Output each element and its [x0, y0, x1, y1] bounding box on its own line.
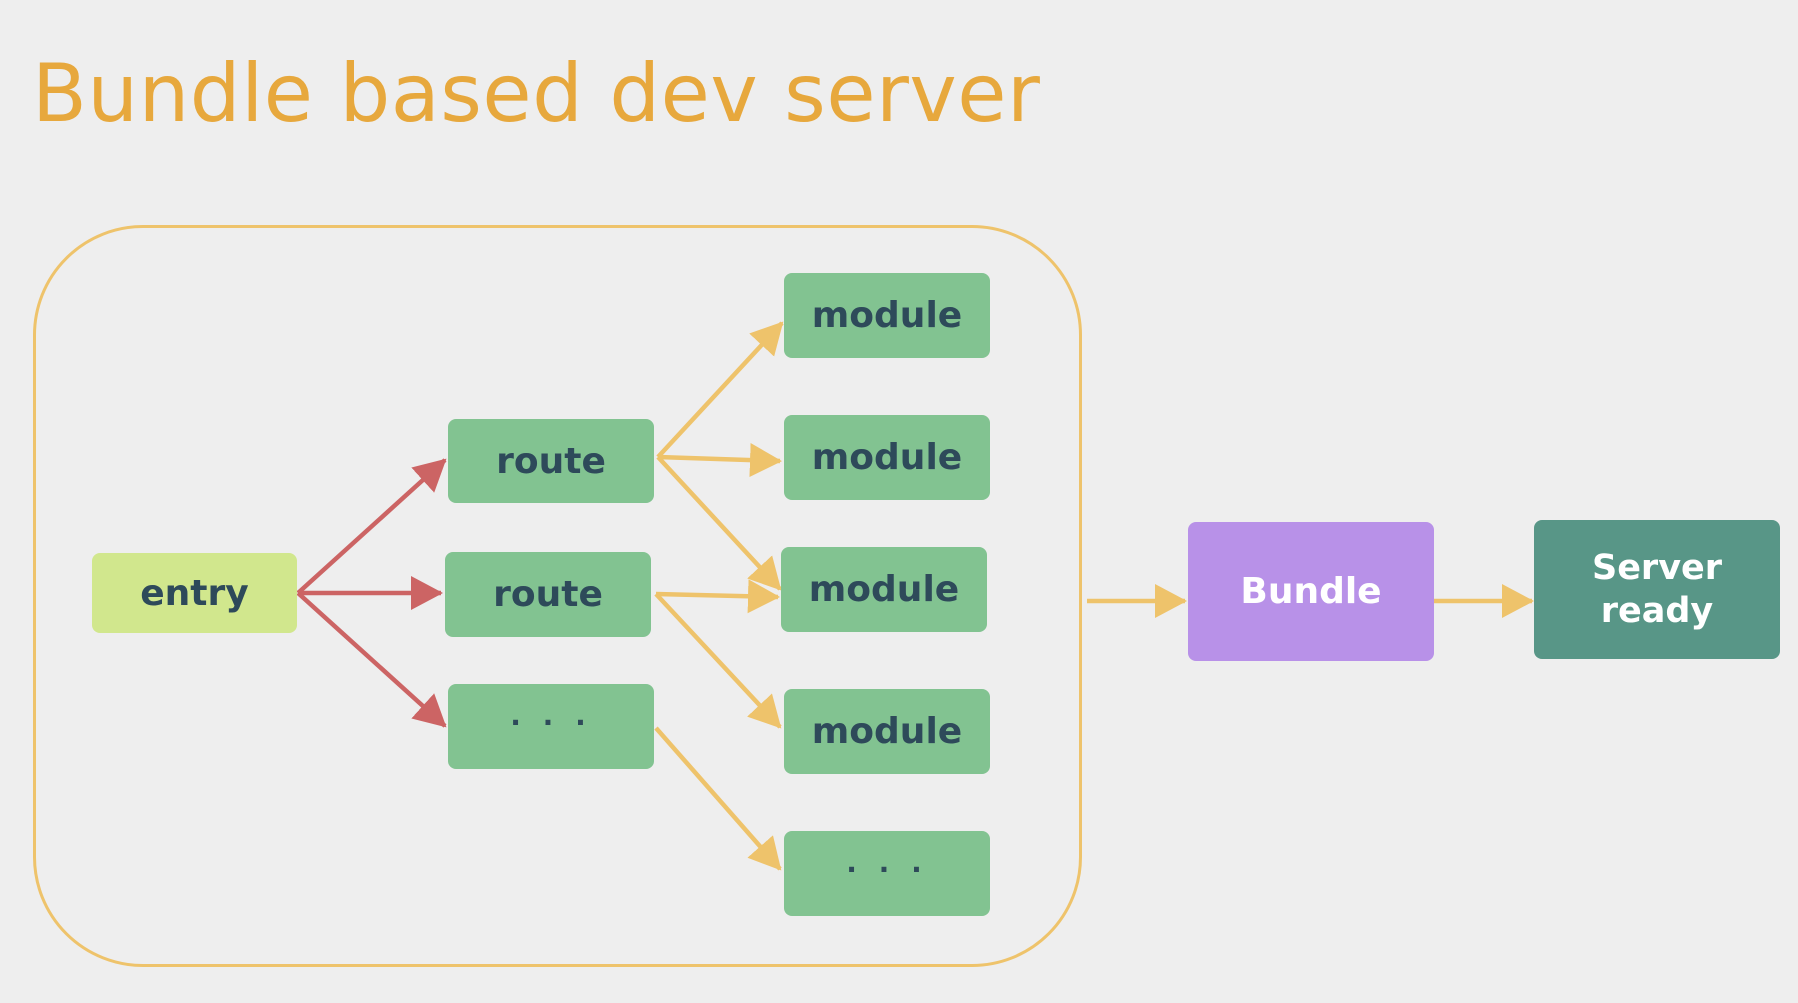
edge-route-2-module-4: [654, 592, 782, 729]
module-label: module: [808, 569, 960, 610]
module-label: module: [811, 437, 963, 478]
route-node-2: route: [445, 552, 651, 637]
module-node-more: · · ·: [784, 831, 990, 916]
server-ready-label: Server ready: [1591, 547, 1723, 631]
edge-route-1-module-1: [656, 321, 784, 459]
route-label: route: [493, 574, 603, 615]
module-label: module: [811, 711, 963, 752]
module-node-1: module: [784, 273, 990, 358]
module-more-label: · · ·: [846, 853, 928, 886]
edge-route-2-module-3: [655, 579, 780, 614]
server-ready-node: Server ready: [1534, 520, 1780, 659]
entry-node: entry: [92, 553, 297, 633]
edge-route-3-module-5: [654, 726, 782, 871]
route-more-label: · · ·: [510, 706, 592, 739]
module-node-4: module: [784, 689, 990, 774]
module-node-3: module: [781, 547, 987, 632]
route-node-more: · · ·: [448, 684, 654, 769]
route-node-1: route: [448, 419, 654, 503]
route-label: route: [496, 440, 606, 482]
edge-route-1-module-2: [657, 443, 782, 478]
edge-route-1-module-3: [656, 455, 782, 591]
entry-label: entry: [140, 572, 249, 614]
page-title: Bundle based dev server: [32, 47, 1041, 140]
dependency-graph-frame: [33, 225, 1082, 967]
edge-entry-route-1: [296, 458, 447, 595]
bundle-node: Bundle: [1188, 522, 1434, 661]
module-label: module: [811, 295, 963, 336]
edge-entry-route-3: [296, 591, 447, 728]
module-node-2: module: [784, 415, 990, 500]
bundle-label: Bundle: [1240, 571, 1382, 612]
